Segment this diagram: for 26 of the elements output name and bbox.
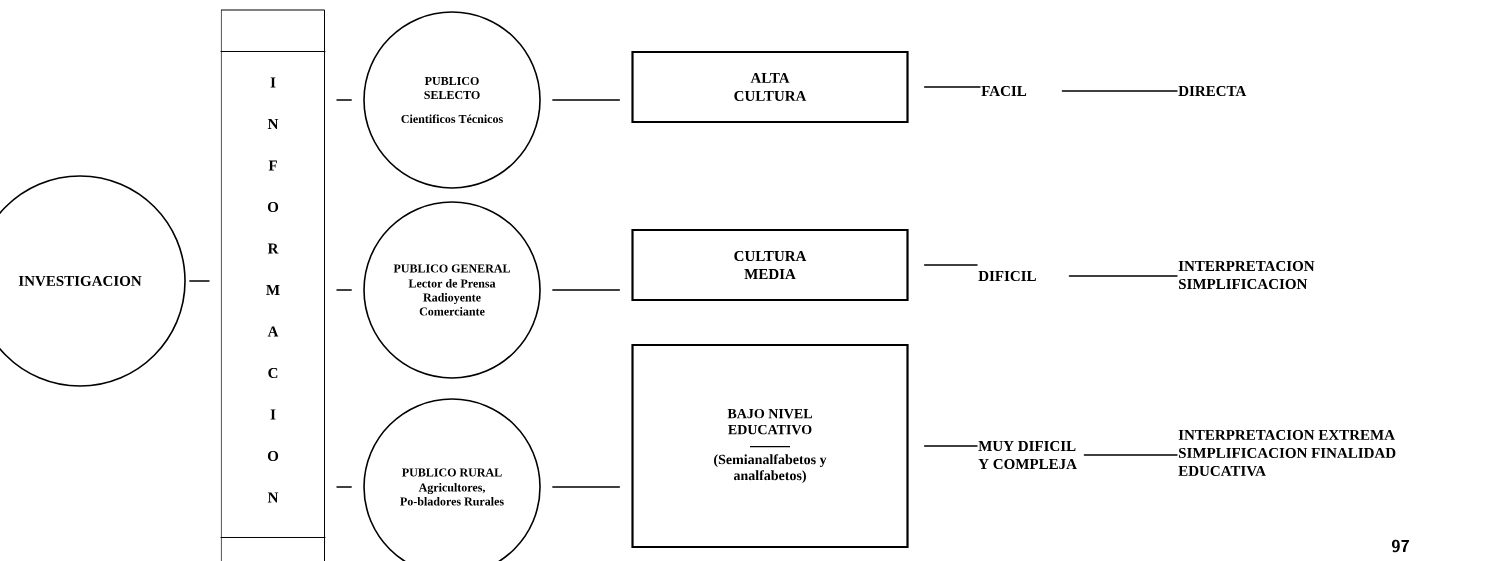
connector-line xyxy=(923,86,981,88)
text-label: INTERPRETACION EXTREMA SIMPLIFICACION FINALIDAD EDUCATIVA xyxy=(1178,429,1396,477)
text-label: INTERPRETACION SIMPLIFICACION xyxy=(1178,260,1315,289)
connector-line xyxy=(552,289,621,291)
connector-line xyxy=(552,99,621,101)
connector-line xyxy=(1083,454,1178,456)
connector-line xyxy=(923,264,978,266)
text-label: MUY DIFICIL Y COMPLEJA xyxy=(978,440,1077,469)
rectangle-box: ALTA CULTURA xyxy=(631,50,909,124)
circle-node: PUBLICO GENERAL Lector de Prensa Radioyente Comerciante xyxy=(363,201,541,379)
connector-line xyxy=(189,280,210,282)
connector-line xyxy=(336,289,352,291)
connector-line xyxy=(336,486,352,488)
connector-line xyxy=(336,99,352,101)
circle-node: PUBLICO SELECTO Cientificos Técnicos xyxy=(363,11,541,189)
text-label: DIFICIL xyxy=(978,270,1036,281)
connector-line xyxy=(552,486,621,488)
text-label: DIRECTA xyxy=(1178,85,1247,96)
rectangle-box: BAJO NIVEL EDUCATIVO (Semianalfabetos y analfabetos) xyxy=(631,343,909,549)
rectangle-box: CULTURA MEDIA xyxy=(631,228,909,302)
connector-line xyxy=(1061,90,1178,92)
connector-line xyxy=(1068,275,1178,277)
connector-line xyxy=(923,445,978,447)
text-label: FACIL xyxy=(981,85,1027,96)
page-number: 97 xyxy=(1392,539,1410,553)
column-box: INFORMACION xyxy=(220,9,326,561)
